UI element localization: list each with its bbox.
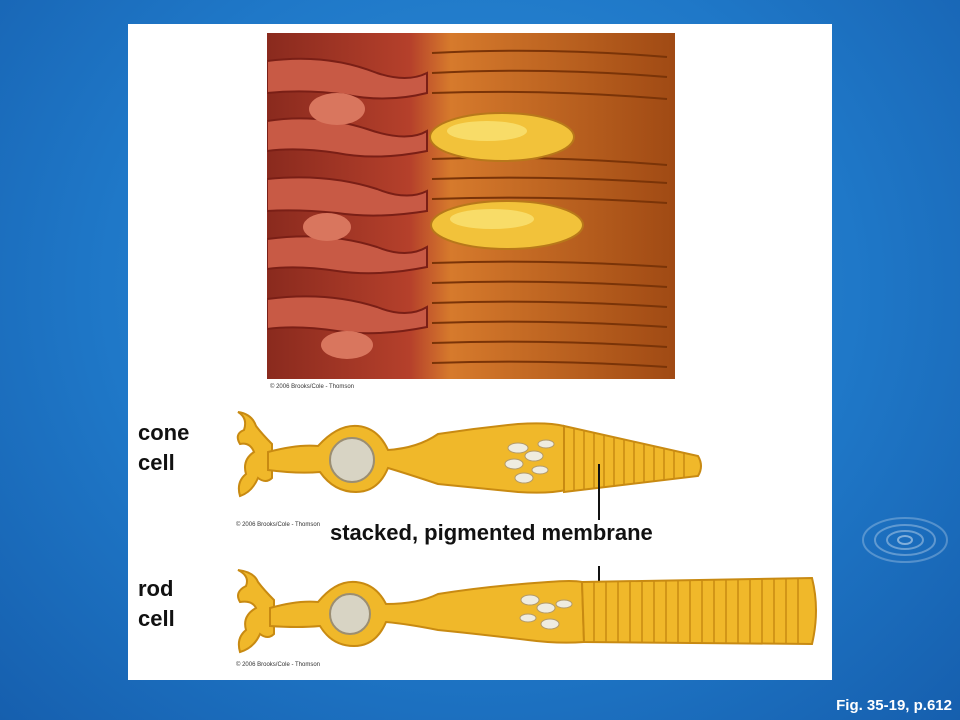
figure-panel: © 2006 Brooks/Cole - Thomson cone cell ©… xyxy=(128,24,832,680)
rod-copyright: © 2006 Brooks/Cole - Thomson xyxy=(236,662,321,668)
retina-micrograph xyxy=(267,33,675,379)
rod-cell-illustration xyxy=(237,569,817,654)
photo-copyright: © 2006 Brooks/Cole - Thomson xyxy=(270,384,355,390)
rod-cell-label: rod cell xyxy=(138,576,175,631)
cone-cell-label: cone cell xyxy=(138,420,190,475)
ripple-icon xyxy=(862,517,948,563)
cone-copyright: © 2006 Brooks/Cole - Thomson xyxy=(236,522,321,528)
cone-cell-illustration xyxy=(236,411,702,498)
figure-reference: Fig. 35-19, p.612 xyxy=(836,697,952,714)
membrane-label: stacked, pigmented membrane xyxy=(330,520,653,545)
